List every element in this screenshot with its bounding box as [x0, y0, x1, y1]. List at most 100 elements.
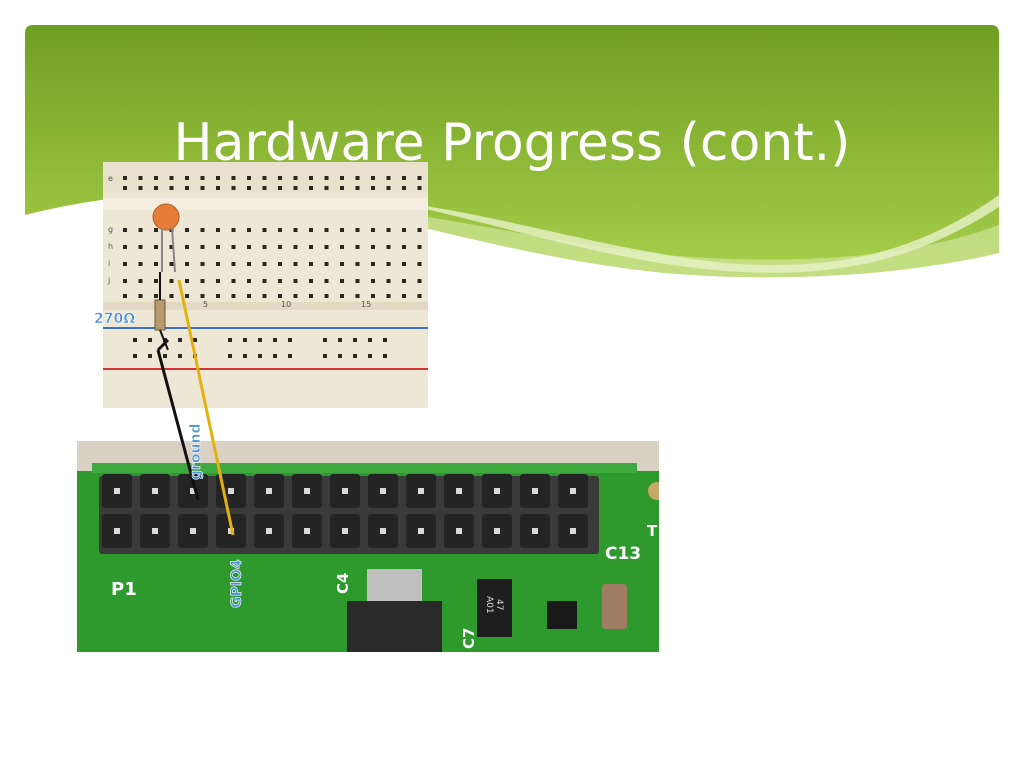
breadboard-hole — [200, 279, 205, 283]
breadboard-hole — [309, 186, 313, 190]
breadboard-hole — [133, 338, 137, 342]
breadboard-hole — [417, 186, 422, 190]
breadboard-hole — [386, 176, 391, 180]
breadboard-hole — [324, 228, 329, 232]
breadboard-hole — [169, 186, 174, 190]
breadboard-hole — [355, 245, 360, 249]
breadboard-hole — [324, 294, 329, 298]
breadboard-hole — [368, 338, 372, 342]
header-pin — [342, 528, 348, 534]
row-letter: j — [107, 276, 110, 285]
breadboard-hole — [262, 294, 267, 298]
breadboard-hole — [278, 186, 282, 190]
breadboard-hole — [169, 294, 174, 298]
breadboard-hole — [355, 228, 360, 232]
breadboard-hole — [340, 176, 344, 180]
breadboard-hole — [417, 228, 422, 232]
header-pin — [304, 488, 310, 494]
breadboard-hole — [247, 228, 251, 232]
column-number: 10 — [281, 300, 291, 309]
breadboard-hole — [371, 262, 375, 266]
breadboard-hole — [216, 228, 220, 232]
header-pin — [380, 488, 386, 494]
breadboard-hole — [231, 294, 236, 298]
breadboard-hole — [123, 279, 127, 283]
breadboard-hole — [278, 294, 282, 298]
breadboard-hole — [262, 279, 267, 283]
breadboard-hole — [417, 262, 422, 266]
header-pin — [494, 528, 500, 534]
breadboard-hole — [355, 262, 360, 266]
breadboard-hole — [200, 294, 205, 298]
breadboard-hole — [309, 294, 313, 298]
breadboard-hole — [185, 245, 189, 249]
breadboard-hole — [262, 245, 267, 249]
breadboard-hole — [200, 228, 205, 232]
breadboard-hole — [231, 262, 236, 266]
breadboard-hole — [293, 279, 298, 283]
breadboard-hole — [123, 294, 127, 298]
breadboard-hole — [138, 176, 143, 180]
breadboard-hole — [200, 176, 205, 180]
breadboard-hole — [273, 338, 277, 342]
breadboard-hole — [324, 279, 329, 283]
breadboard-hole — [340, 262, 344, 266]
breadboard-hole — [262, 186, 267, 190]
breadboard-hole — [309, 176, 313, 180]
breadboard-hole — [247, 245, 251, 249]
breadboard-hole — [293, 228, 298, 232]
breadboard-hole — [154, 279, 158, 283]
breadboard-hole — [154, 262, 158, 266]
breadboard-hole — [324, 262, 329, 266]
breadboard-hole — [228, 354, 232, 358]
breadboard-hole — [402, 279, 406, 283]
breadboard-hole — [355, 294, 360, 298]
breadboard-hole — [324, 186, 329, 190]
breadboard-hole — [154, 186, 158, 190]
breadboard-hole — [355, 186, 360, 190]
breadboard-hole — [247, 176, 251, 180]
breadboard-hole — [123, 186, 127, 190]
breadboard-hole — [169, 176, 174, 180]
breadboard-hole — [383, 338, 387, 342]
row-letter: e — [108, 174, 113, 183]
breadboard-hole — [386, 245, 391, 249]
breadboard-hole — [185, 294, 189, 298]
breadboard-hole — [386, 294, 391, 298]
breadboard-hole — [309, 245, 313, 249]
breadboard-hole — [288, 338, 292, 342]
breadboard-hole — [154, 245, 158, 249]
breadboard-hole — [402, 262, 406, 266]
silkscreen-label: C13 — [605, 544, 641, 564]
breadboard-hole — [402, 186, 406, 190]
breadboard-hole — [216, 279, 220, 283]
breadboard-hole — [193, 338, 197, 342]
row-letter: i — [108, 259, 110, 268]
breadboard-hole — [185, 262, 189, 266]
breadboard-hole — [340, 228, 344, 232]
header-pin — [418, 528, 424, 534]
chip-marking: 47 — [494, 599, 504, 610]
breadboard-hole — [293, 294, 298, 298]
silkscreen-label: C4 — [334, 573, 352, 594]
breadboard-hole — [338, 338, 342, 342]
breadboard-hole — [178, 354, 182, 358]
header-pin — [266, 488, 272, 494]
breadboard-hole — [231, 279, 236, 283]
header-pin — [532, 488, 538, 494]
breadboard-hole — [216, 294, 220, 298]
breadboard-hole — [216, 245, 220, 249]
header-pin — [532, 528, 538, 534]
header-pin — [190, 528, 196, 534]
breadboard-hole — [278, 176, 282, 180]
breadboard-hole — [200, 262, 205, 266]
breadboard-hole — [138, 279, 143, 283]
header-label: P1 — [111, 579, 137, 600]
breadboard-hole — [138, 245, 143, 249]
breadboard-hole — [154, 176, 158, 180]
breadboard-hole — [309, 279, 313, 283]
header-pin — [228, 488, 234, 494]
header-pin — [456, 488, 462, 494]
breadboard-hole — [338, 354, 342, 358]
breadboard-hole — [216, 176, 220, 180]
